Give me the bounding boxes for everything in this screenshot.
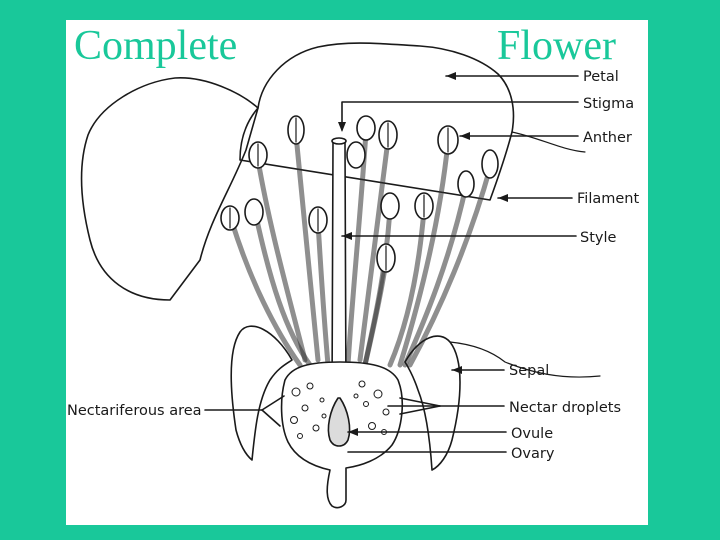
label-stigma: Stigma	[583, 96, 634, 112]
label-style: Style	[580, 230, 616, 246]
nectar-droplets	[290, 380, 390, 439]
anther	[457, 170, 475, 198]
label-sepal: Sepal	[509, 363, 549, 379]
anther	[346, 141, 366, 169]
title-flower: Flower	[497, 23, 616, 69]
title-complete: Complete	[74, 23, 238, 69]
ovule	[327, 397, 351, 447]
label-anther: Anther	[583, 130, 632, 146]
label-petal: Petal	[583, 69, 619, 85]
label-nectar-droplets: Nectar droplets	[509, 400, 621, 416]
sepal-right	[404, 335, 461, 471]
anther	[380, 192, 400, 220]
label-filament: Filament	[577, 191, 639, 207]
label-ovule: Ovule	[511, 426, 553, 442]
petal-left	[80, 77, 259, 301]
label-ovary: Ovary	[511, 446, 555, 462]
anther	[481, 149, 499, 179]
sepal-left	[230, 325, 293, 461]
label-nectariferous-area: Nectariferous area	[67, 403, 202, 419]
petal-main	[239, 42, 515, 201]
stigma	[331, 137, 347, 145]
anther	[244, 198, 264, 226]
anther	[356, 115, 376, 141]
